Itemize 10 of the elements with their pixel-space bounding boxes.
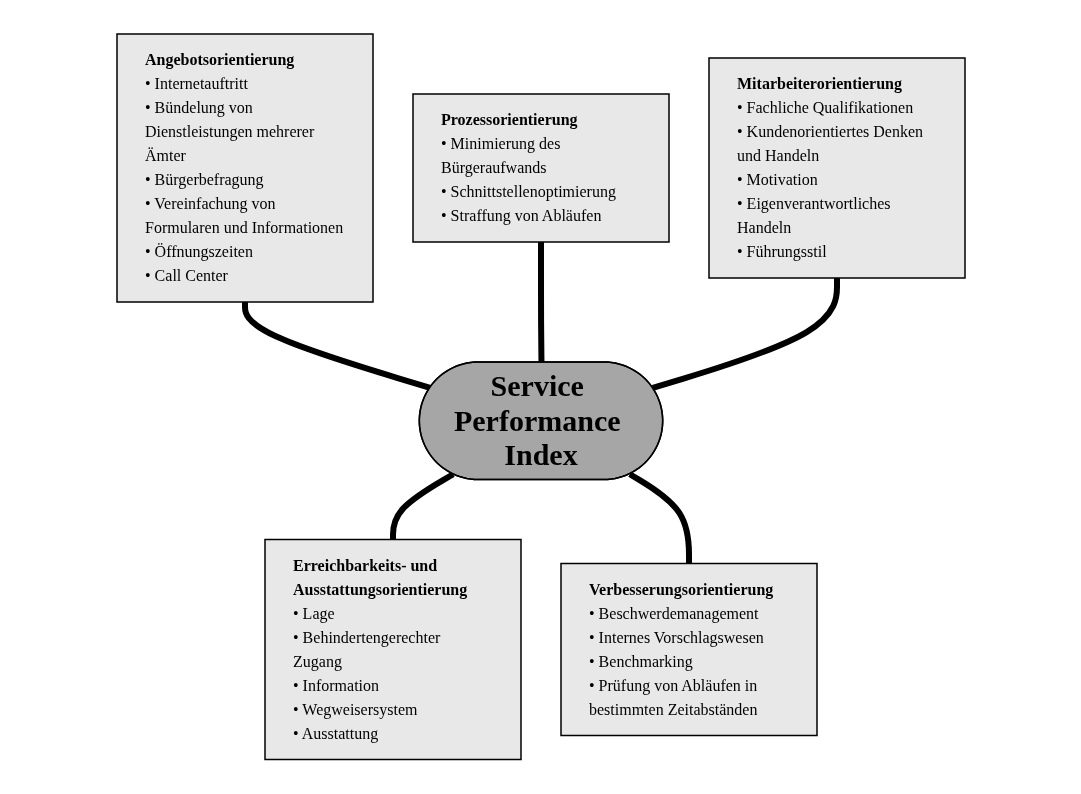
node-box: Erreichbarkeits- und Ausstattungsorientierung • Lage • Behindertengerechter Zugang • Information • Wegweisersystem • Ausstattung <box>263 539 522 761</box>
node-box: Verbesserungsorientierung • Beschwerdemanagement • Internes Vorschlagswesen • Benchmarking • Prüfung von Abläufen in bestimmten Zeitabständen <box>559 563 818 737</box>
connector <box>627 471 692 564</box>
connector <box>389 471 455 540</box>
connector <box>537 242 544 363</box>
connector <box>651 278 840 391</box>
node-box: Prozessorientierung • Minimierung des Bürgeraufwands • Schnittstellenoptimierung • Straffung von Abläufen <box>411 93 670 243</box>
node-box: Angebotsorientierung • Internetauftritt • Bündelung von Dienstleistungen mehrerer Ämter • Bürgerbefragung • Vereinfachung von Formularen und Informationen • Öffnungszeiten • Call Center <box>115 33 374 303</box>
connector <box>241 302 431 391</box>
node-box: Mitarbeiterorientierung • Fachliche Qualifikationen • Kundenorientiertes Denken und Handeln • Motivation • Eigenverantwortliches Handeln • Führungsstil <box>707 57 966 279</box>
